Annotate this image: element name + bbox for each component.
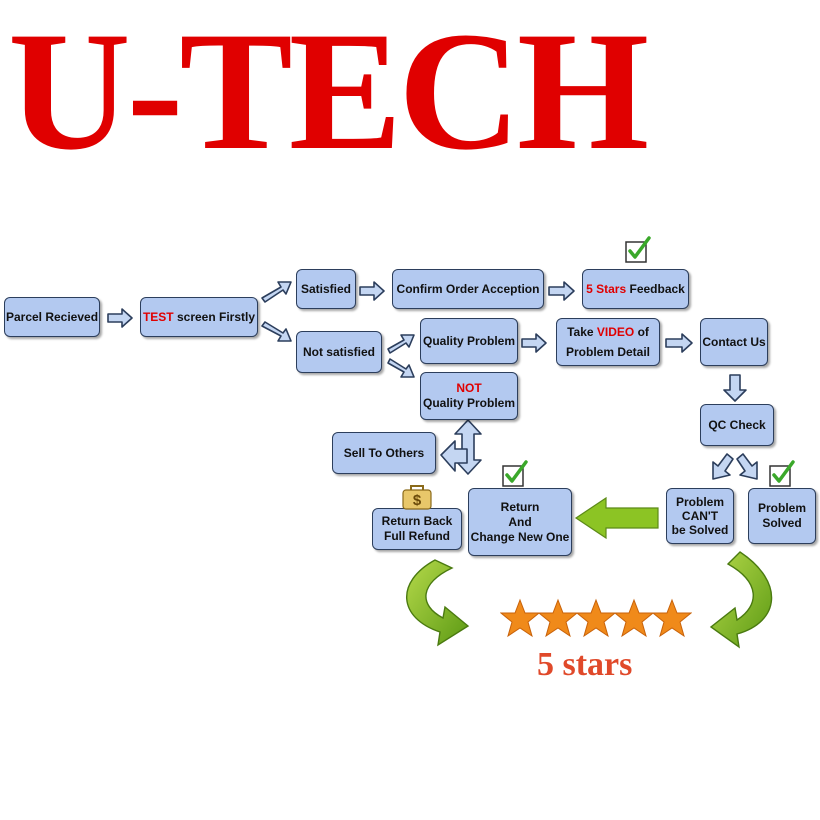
arrow-contact-to-qc — [723, 374, 747, 402]
node-satisfied: Satisfied — [296, 269, 356, 309]
node-test-screen-label: TEST screen Firstly — [143, 310, 255, 325]
take-video-line2: Problem Detail — [565, 345, 651, 359]
node-parcel-received-label: Parcel Recieved — [5, 309, 99, 324]
arrow-qc-to-solved — [736, 453, 758, 480]
problem-cant-line3: be Solved — [671, 523, 729, 537]
star-icon — [576, 598, 616, 638]
problem-cant-line1: Problem — [675, 495, 724, 509]
star-icon — [538, 598, 578, 638]
node-qc-check-label: QC Check — [708, 417, 766, 432]
rating-text: 5 stars — [537, 646, 633, 683]
node-not-quality-problem: NOT Quality Problem — [420, 372, 518, 420]
checkbox-check-icon — [502, 460, 528, 487]
problem-solved-line2: Solved — [762, 516, 802, 530]
node-confirm-order: Confirm Order Acception — [392, 269, 544, 309]
node-problem-cant: Problem CAN'T be Solved — [666, 488, 734, 544]
arrow-test-to-not-satisfied — [261, 321, 292, 342]
arrow-qc-to-cant — [712, 453, 734, 480]
node-quality-problem: Quality Problem — [420, 318, 518, 364]
problem-solved-line1: Problem — [757, 501, 806, 515]
arrow-satisfied-to-confirm — [359, 281, 385, 301]
node-qc-check: QC Check — [700, 404, 774, 446]
feedback-rest: Feedback — [626, 281, 685, 296]
node-confirm-order-label: Confirm Order Acception — [396, 281, 540, 296]
take-video-line1: Take VIDEO of — [567, 322, 649, 342]
checkbox-check-icon — [769, 460, 795, 487]
node-not-satisfied: Not satisfied — [296, 331, 382, 373]
node-return-change: Return And Change New One — [468, 488, 572, 556]
node-contact-us: Contact Us — [700, 318, 768, 366]
arrow-notsat-to-notquality — [387, 358, 415, 378]
node-test-screen: TEST screen Firstly — [140, 297, 258, 337]
test-rest: screen Firstly — [173, 309, 256, 324]
node-satisfied-label: Satisfied — [300, 281, 351, 296]
node-not-satisfied-label: Not satisfied — [302, 344, 375, 359]
arrow-parcel-to-test — [107, 308, 133, 328]
node-take-video: Take VIDEO of Problem Detail — [556, 318, 660, 366]
node-quality-problem-label: Quality Problem — [422, 333, 516, 348]
arrow-cant-to-return — [574, 496, 659, 540]
node-contact-us-label: Contact Us — [702, 334, 766, 349]
arrow-video-to-contact — [665, 333, 693, 353]
brand-title: U-TECH — [8, 0, 649, 185]
return-change-line2: And — [508, 514, 532, 529]
return-back-line1: Return Back — [381, 514, 453, 528]
star-icon — [652, 598, 692, 638]
problem-cant-line2: CAN'T — [681, 509, 719, 523]
money-bag-icon: $ — [402, 485, 432, 510]
arrow-test-to-satisfied — [261, 281, 292, 303]
arrow-notquality-return-double — [454, 419, 482, 475]
star-icon — [614, 598, 654, 638]
curved-arrow-right-icon — [709, 551, 773, 649]
return-back-line2: Full Refund — [384, 529, 450, 543]
not-quality-line2: Quality Problem — [422, 396, 516, 410]
node-feedback-label: 5 Stars Feedback — [586, 282, 685, 297]
star-icon — [500, 598, 540, 638]
arrow-notsat-to-quality — [387, 334, 415, 354]
arrow-to-sell-others — [440, 440, 468, 472]
curved-arrow-left-icon — [406, 559, 470, 647]
svg-text:$: $ — [413, 492, 422, 509]
take-video-post: of — [634, 325, 649, 339]
take-video-pre: Take — [567, 325, 597, 339]
node-return-back: Return Back Full Refund — [372, 508, 462, 550]
node-problem-solved: Problem Solved — [748, 488, 816, 544]
return-change-line3: Change New One — [470, 529, 570, 544]
arrow-quality-to-video — [521, 333, 547, 353]
node-sell-to-others-label: Sell To Others — [343, 445, 425, 460]
checkbox-check-icon — [625, 236, 651, 263]
arrow-confirm-to-feedback — [548, 281, 575, 301]
test-highlight: TEST — [142, 309, 174, 324]
not-highlight: NOT — [456, 381, 482, 395]
node-five-stars-feedback: 5 Stars Feedback — [582, 269, 689, 309]
video-highlight: VIDEO — [596, 325, 635, 339]
return-change-line1: Return — [500, 499, 540, 514]
node-parcel-received: Parcel Recieved — [4, 297, 100, 337]
node-sell-to-others: Sell To Others — [332, 432, 436, 474]
feedback-highlight: 5 Stars — [586, 281, 627, 296]
